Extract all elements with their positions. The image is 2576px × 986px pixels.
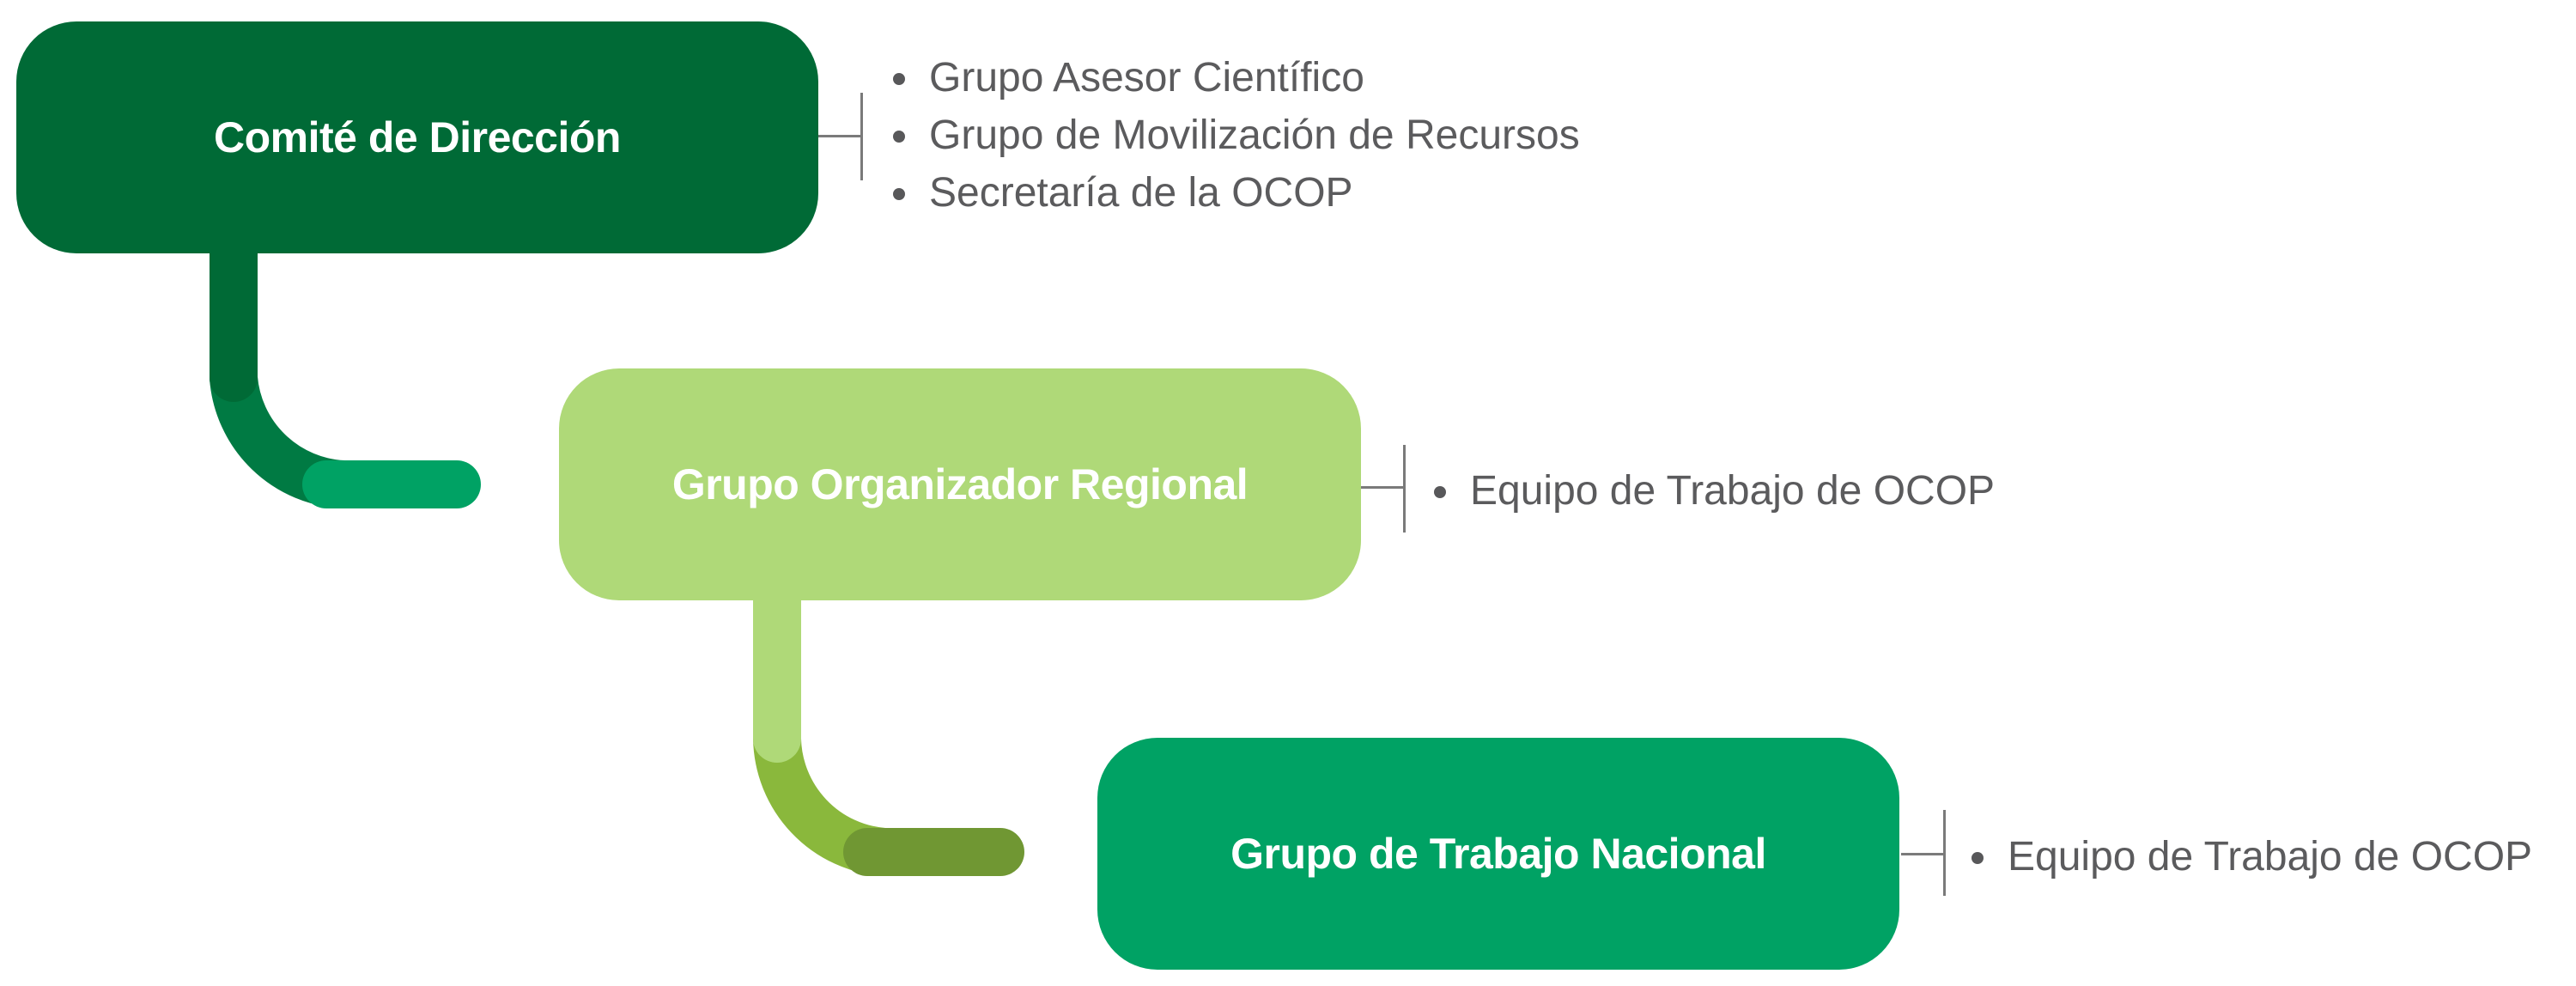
list-item-text: Grupo de Movilización de Recursos: [929, 113, 1580, 158]
box-grupo-organizador-regional: Grupo Organizador Regional: [559, 368, 1361, 600]
level1-item-list: Grupo Asesor Científico Grupo de Moviliz…: [893, 49, 1580, 222]
list-item-text: Equipo de Trabajo de OCOP: [1470, 468, 1996, 514]
bullet-icon: [1434, 486, 1446, 498]
connector-level1-to-level2: [210, 225, 481, 508]
list-item: Equipo de Trabajo de OCOP: [1971, 828, 2532, 886]
bracket-vertical-line: [860, 93, 863, 180]
list-item-text: Secretaría de la OCOP: [929, 170, 1353, 216]
box-comite-de-direccion: Comité de Dirección: [16, 21, 818, 253]
list-item-text: Grupo Asesor Científico: [929, 55, 1364, 100]
box-label: Grupo Organizador Regional: [671, 460, 1249, 508]
list-item: Secretaría de la OCOP: [893, 164, 1580, 222]
list-item: Grupo de Movilización de Recursos: [893, 107, 1580, 164]
bracket-vertical-line: [1943, 810, 1946, 896]
bracket-horizontal-line: [1901, 853, 1944, 855]
list-item: Equipo de Trabajo de OCOP: [1434, 462, 1995, 520]
bracket-horizontal-line: [1361, 486, 1404, 489]
box-label: Grupo de Trabajo Nacional: [1230, 830, 1766, 878]
bracket-horizontal-line: [818, 135, 861, 137]
list-item: Grupo Asesor Científico: [893, 49, 1580, 107]
level2-item-list: Equipo de Trabajo de OCOP: [1434, 462, 1995, 520]
bracket-vertical-line: [1403, 445, 1406, 533]
bullet-icon: [893, 131, 905, 143]
box-label: Comité de Dirección: [214, 113, 621, 161]
bullet-icon: [1971, 852, 1984, 864]
box-grupo-de-trabajo-nacional: Grupo de Trabajo Nacional: [1097, 738, 1899, 970]
list-item-text: Equipo de Trabajo de OCOP: [2008, 834, 2533, 879]
level3-item-list: Equipo de Trabajo de OCOP: [1971, 828, 2532, 886]
bullet-icon: [893, 73, 905, 85]
bullet-icon: [893, 188, 905, 200]
connector-level2-to-level3: [753, 573, 1024, 876]
